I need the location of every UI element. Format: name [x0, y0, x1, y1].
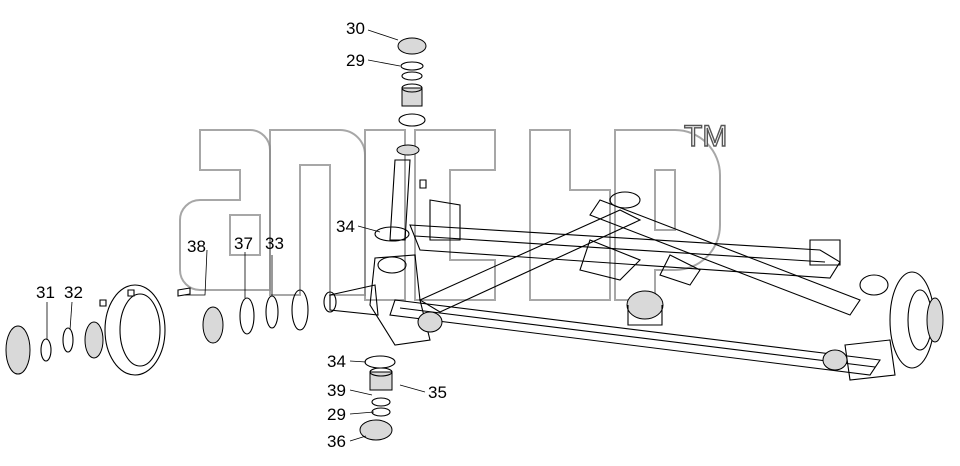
axle-frame — [389, 191, 889, 376]
callout-label: 29 — [327, 405, 346, 424]
upper-kingpin-stack — [374, 37, 427, 242]
callout-label: 29 — [346, 51, 365, 70]
callout-label: 37 — [234, 234, 253, 253]
centre-mounts — [417, 290, 848, 371]
watermark-logo: TM — [179, 119, 728, 301]
right-hub-assembly — [844, 271, 944, 381]
steering-knuckle — [323, 159, 431, 346]
watermark-trademark: TM — [684, 120, 727, 153]
callout-label: 34 — [336, 217, 355, 236]
left-hub-assembly — [5, 284, 309, 376]
callout-label: 31 — [36, 283, 55, 302]
callout-label: 30 — [346, 19, 365, 38]
leader-lines — [46, 29, 426, 442]
callout-label: 33 — [265, 234, 284, 253]
callout-label: 32 — [64, 283, 83, 302]
callout-label: 36 — [327, 432, 346, 451]
callout-labels: 30 29 34 38 37 33 31 32 34 39 35 29 36 — [36, 19, 447, 451]
callout-label: 38 — [187, 237, 206, 256]
callout-label: 39 — [327, 381, 346, 400]
callout-label: 35 — [428, 383, 447, 402]
lower-kingpin-stack — [359, 355, 396, 441]
callout-label: 34 — [327, 352, 346, 371]
